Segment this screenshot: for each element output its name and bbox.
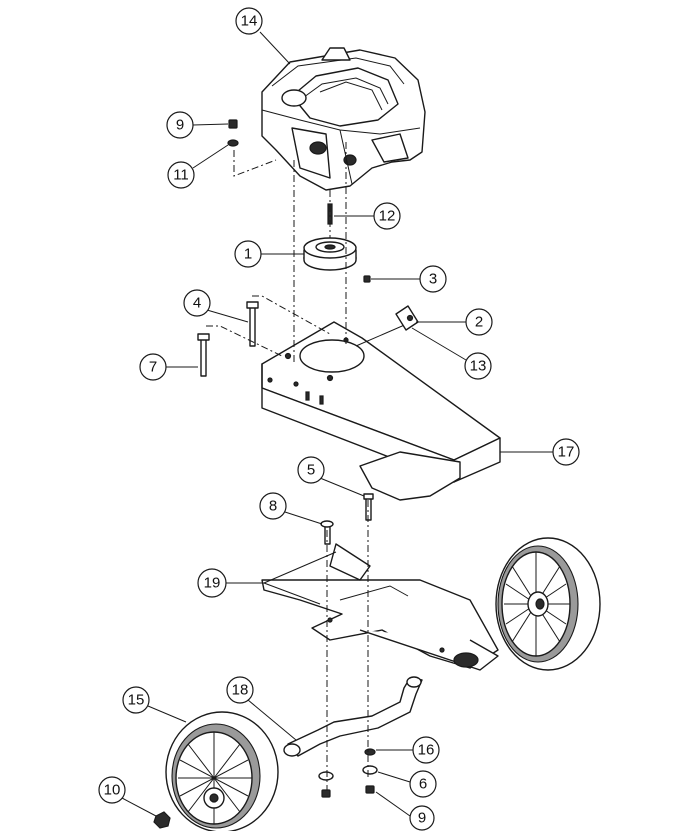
callout-1: 1 (234, 240, 304, 268)
callout-7: 7 (139, 353, 198, 381)
callout-2-label: 2 (475, 314, 483, 331)
nut-9-upper (228, 119, 238, 129)
engine (261, 47, 426, 191)
callout-5-label: 5 (307, 462, 315, 479)
callout-1-label: 1 (244, 246, 252, 263)
callout-11: 11 (167, 144, 229, 189)
axle (283, 676, 423, 757)
callout-12: 12 (334, 202, 401, 230)
callout-2: 2 (416, 308, 493, 336)
callout-9b: 9 (375, 791, 435, 831)
callout-8: 8 (259, 492, 323, 525)
callout-14-label: 14 (241, 13, 258, 30)
callout-4: 4 (183, 289, 249, 323)
wheel-left (165, 711, 279, 831)
pulley (303, 237, 357, 271)
nut-10 (153, 811, 171, 829)
callout-17-label: 17 (558, 444, 575, 461)
callout-15: 15 (122, 686, 187, 723)
callout-3-label: 3 (429, 271, 437, 288)
callout-8-label: 8 (269, 498, 277, 515)
callout-13: 13 (411, 327, 492, 380)
callout-10: 10 (98, 776, 157, 817)
bolt-4 (246, 301, 259, 347)
callout-18-label: 18 (232, 682, 249, 699)
callout-6-label: 6 (419, 776, 427, 793)
washer-11 (227, 139, 239, 147)
bolt-3 (363, 275, 371, 283)
callout-9a-label: 9 (176, 117, 184, 134)
washer-6 (318, 765, 378, 781)
callout-12-label: 12 (379, 208, 396, 225)
callout-18: 18 (226, 676, 297, 741)
assembly-centerlines (206, 142, 369, 790)
washer-16 (364, 748, 376, 756)
callout-15-label: 15 (128, 692, 145, 709)
bracket-2 (395, 305, 419, 331)
callout-16-label: 16 (418, 742, 435, 759)
bolt-7 (197, 333, 210, 377)
callout-6: 6 (377, 770, 437, 798)
callout-19: 19 (197, 551, 337, 605)
callout-11-label: 11 (173, 167, 189, 184)
callout-10-label: 10 (104, 782, 121, 799)
callout-4-label: 4 (193, 295, 201, 312)
callout-5: 5 (297, 456, 365, 497)
callout-16: 16 (376, 736, 440, 764)
lower-frame (261, 543, 499, 671)
callout-14: 14 (235, 7, 291, 65)
nut-9-lower (321, 785, 375, 798)
wheel-right (495, 537, 601, 671)
callout-9a: 9 (166, 111, 229, 139)
callout-3: 3 (371, 265, 447, 293)
deck-housing (261, 319, 501, 501)
callout-9b-label: 9 (418, 810, 426, 827)
callout-13-label: 13 (470, 358, 487, 375)
callout-19-label: 19 (204, 575, 221, 592)
callout-17: 17 (500, 438, 580, 466)
callout-7-label: 7 (149, 359, 157, 376)
